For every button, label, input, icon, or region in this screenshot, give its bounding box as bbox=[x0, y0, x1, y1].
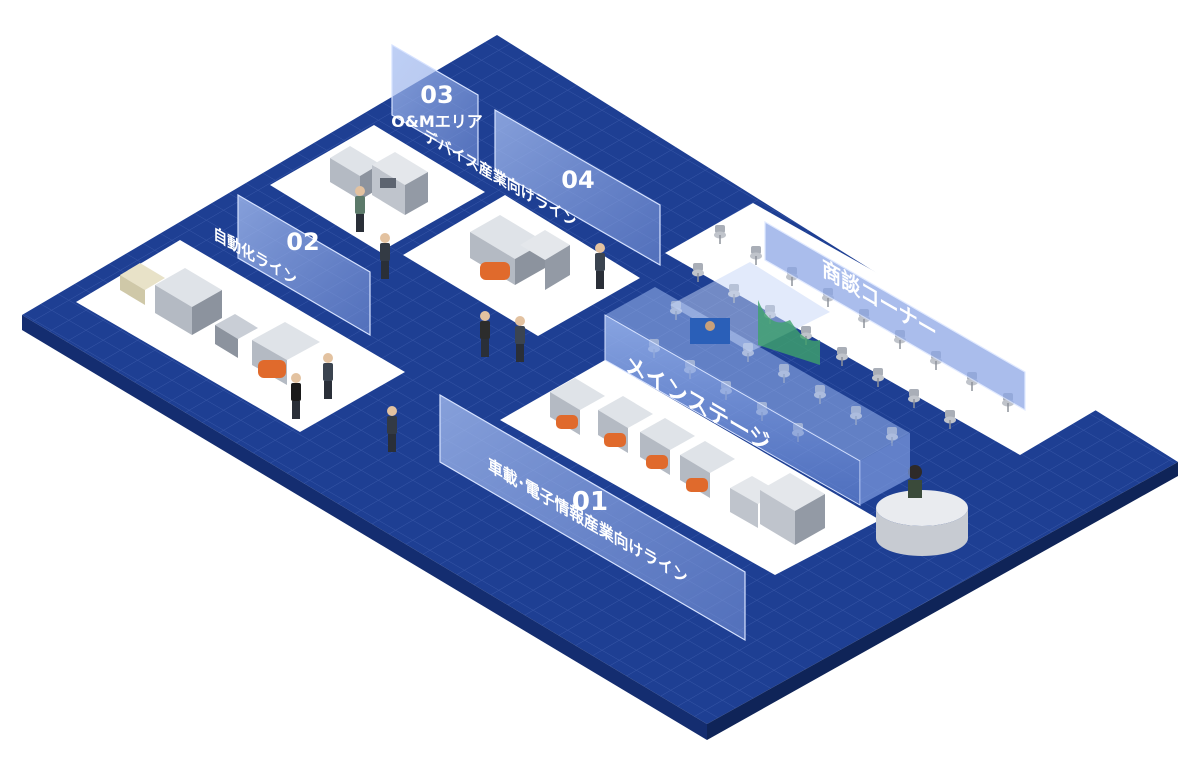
om-machines bbox=[330, 146, 428, 215]
device-line-machines bbox=[470, 215, 570, 290]
chair-icon bbox=[908, 389, 920, 408]
chair-icon bbox=[714, 225, 726, 244]
chair-icon bbox=[872, 368, 884, 387]
automotive-line-machines bbox=[550, 378, 825, 545]
chair-icon bbox=[836, 347, 848, 366]
person-icon bbox=[323, 353, 333, 399]
chair-icon bbox=[692, 263, 704, 282]
chair-icon bbox=[944, 410, 956, 429]
person-icon bbox=[380, 233, 390, 279]
automation-line-machines bbox=[120, 263, 320, 385]
zone-04-number: 04 bbox=[561, 166, 594, 194]
main-stage: メインステージ bbox=[604, 262, 910, 506]
person-icon bbox=[355, 186, 365, 232]
zone-01-number: 01 bbox=[572, 487, 608, 517]
person-icon bbox=[387, 406, 397, 452]
person-icon bbox=[595, 243, 605, 289]
zone-03-panel[interactable]: 03 O&Mエリア bbox=[391, 43, 483, 167]
zone-03-number: 03 bbox=[420, 81, 453, 109]
zone-02-number: 02 bbox=[286, 228, 319, 256]
visitors bbox=[291, 186, 605, 452]
zone-03-name: O&Mエリア bbox=[391, 112, 482, 131]
chart-screen-icon bbox=[758, 300, 820, 365]
person-icon bbox=[480, 311, 490, 357]
machines bbox=[120, 146, 825, 545]
person-icon bbox=[515, 316, 525, 362]
reception-desk bbox=[876, 465, 968, 556]
person-icon bbox=[291, 373, 301, 419]
chair-icon bbox=[750, 246, 762, 265]
